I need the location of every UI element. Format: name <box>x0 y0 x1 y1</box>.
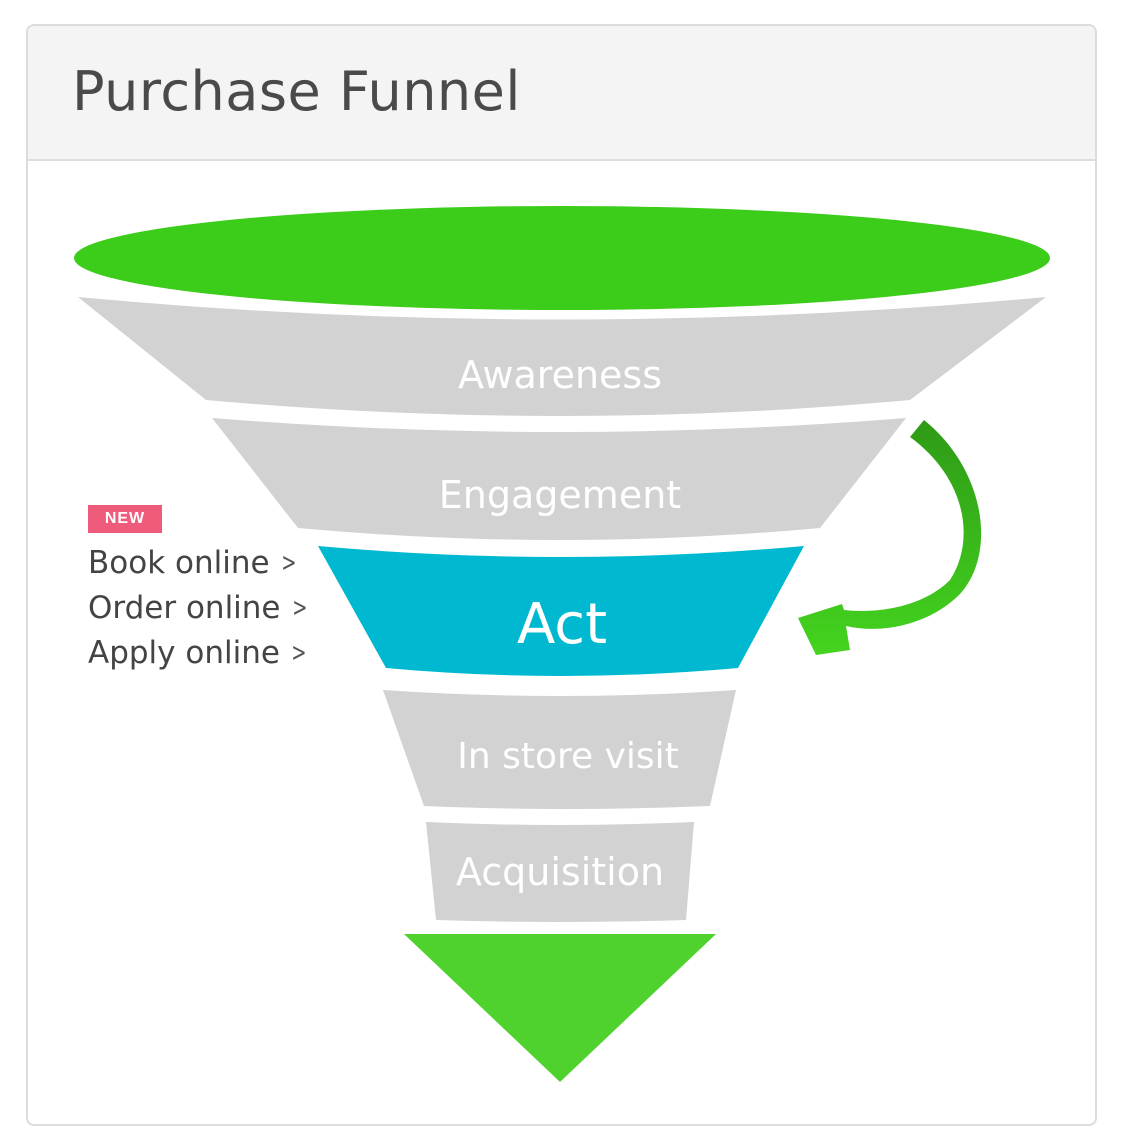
order-online-link[interactable]: Order online > <box>88 585 310 630</box>
stage-in-store-visit-shape <box>383 690 736 809</box>
order-online-label: Order online <box>88 589 281 626</box>
apply-online-link[interactable]: Apply online > <box>88 630 310 675</box>
stage-act-shape <box>318 546 804 676</box>
stage-engagement-label: Engagement <box>439 473 681 517</box>
chevron-right-icon: > <box>291 637 307 668</box>
stage-act-label: Act <box>517 592 607 657</box>
apply-online-label: Apply online <box>88 634 280 671</box>
funnel-output-arrow <box>404 934 716 1082</box>
stage-in-store-visit-label: In store visit <box>457 736 679 777</box>
chevron-right-icon: > <box>291 592 308 623</box>
funnel-rim <box>74 206 1050 310</box>
book-online-link[interactable]: Book online > <box>88 540 310 585</box>
stage-engagement-shape <box>212 418 906 540</box>
stage-awareness-label: Awareness <box>458 353 662 397</box>
chevron-right-icon: > <box>280 547 297 578</box>
action-links: Book online > Order online > Apply onlin… <box>88 540 310 675</box>
page-title: Purchase Funnel <box>72 60 521 123</box>
stage-acquisition-shape <box>426 822 694 922</box>
book-online-label: Book online <box>88 544 270 581</box>
return-arrow-icon <box>798 420 982 655</box>
stage-acquisition-label: Acquisition <box>456 850 664 894</box>
card-header: Purchase Funnel <box>28 26 1095 161</box>
stage-awareness-shape <box>78 297 1046 416</box>
new-badge: NEW <box>88 505 162 533</box>
